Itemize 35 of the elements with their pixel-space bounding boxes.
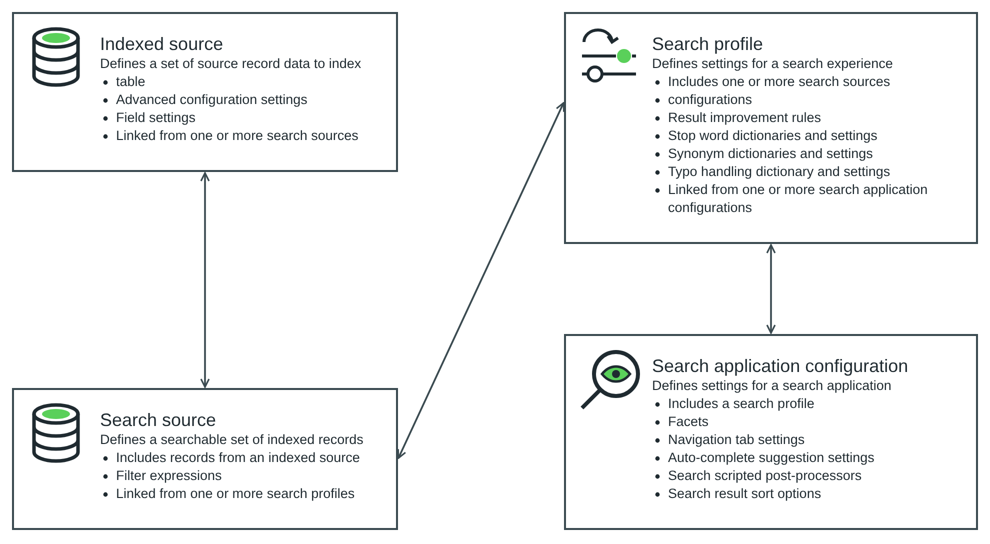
card [564,12,978,244]
bullet-item: table [116,73,388,91]
bullet-item: Linked from one or more search profiles [116,485,388,503]
card-description: Defines a searchable set of indexed records [100,431,364,449]
bullet-item: configurations [668,91,968,109]
bullet-item: Typo handling dictionary and settings [668,163,968,181]
bullet-item: Search result sort options [668,485,968,503]
card [12,388,398,530]
card [12,12,398,172]
card-description: Defines a set of source record data to index [100,55,362,73]
double-arrow [766,244,776,334]
bullet-item: Linked from one or more search sources [116,127,388,145]
card-heading: Indexed source [100,34,224,55]
bullet-item: Facets [668,413,968,431]
bullet-item: Includes one or more search sources [668,73,968,91]
bullet-item: Result improvement rules [668,109,968,127]
card-heading: Search profile [652,34,764,55]
bullet-item: Filter expressions [116,467,388,485]
bullet-item: Synonym dictionaries and settings [668,145,968,163]
bullet-item: Linked from one or more search application configurations [668,181,968,217]
bullet-item: Auto-complete suggestion settings [668,449,968,467]
double-arrow [200,172,210,388]
card-description: Defines settings for a search experience [652,55,894,73]
card-description: Defines settings for a search application [652,377,892,395]
bullet-item: Search scripted post-processors [668,467,968,485]
card [564,334,978,530]
bullet-item: Navigation tab settings [668,431,968,449]
bullet-item: Includes records from an indexed source [116,449,388,467]
card-heading: Search source [100,410,218,431]
double-arrow [397,102,565,459]
bullet-item: Includes a search profile [668,395,968,413]
card-heading: Search application configuration [652,356,910,377]
bullet-item: Advanced configuration settings [116,91,388,109]
bullet-item: Field settings [116,109,388,127]
bullet-item: Stop word dictionaries and settings [668,127,968,145]
